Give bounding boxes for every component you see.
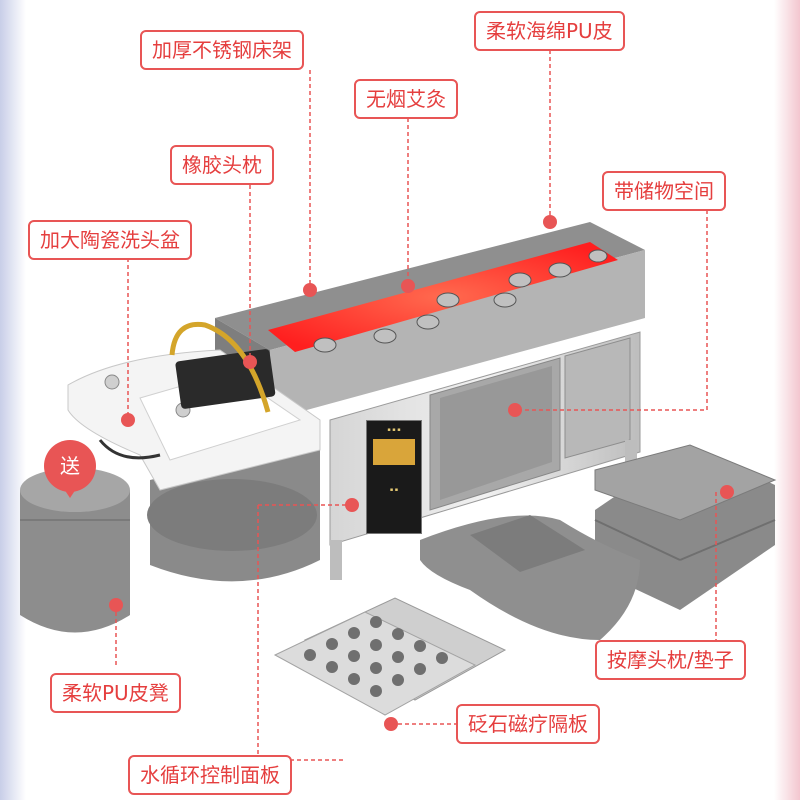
- bed-top: [215, 222, 645, 420]
- moxibustion-cups: [313, 249, 608, 353]
- label-rubber-headrest: 橡胶头枕: [170, 145, 274, 185]
- label-massage-pillow: 按摩头枕/垫子: [595, 640, 746, 680]
- control-panel: ▪ ▪ ▪ ▪ ▪: [366, 420, 422, 534]
- label-pu-leather: 柔软海绵PU皮: [474, 11, 625, 51]
- label-storage-space: 带储物空间: [602, 171, 726, 211]
- gift-badge-text: 送: [60, 454, 80, 478]
- gift-badge: 送: [44, 440, 96, 498]
- panel-screen: [373, 439, 415, 465]
- label-ceramic-basin: 加大陶瓷洗头盆: [28, 220, 192, 260]
- label-water-panel: 水循环控制面板: [128, 755, 292, 795]
- label-steel-frame: 加厚不锈钢床架: [140, 30, 304, 70]
- panel-title: ▪ ▪ ▪: [387, 427, 401, 433]
- label-bianstone-board: 砭石磁疗隔板: [456, 704, 600, 744]
- label-smokeless-moxibustion: 无烟艾灸: [354, 79, 458, 119]
- label-pu-stool: 柔软PU皮凳: [50, 673, 181, 713]
- dot-marker-icon: [109, 215, 734, 731]
- cushions: [420, 444, 777, 640]
- bianstone-board: [273, 597, 507, 716]
- panel-brand: ▪ ▪: [389, 487, 399, 493]
- wash-basin: [67, 321, 321, 582]
